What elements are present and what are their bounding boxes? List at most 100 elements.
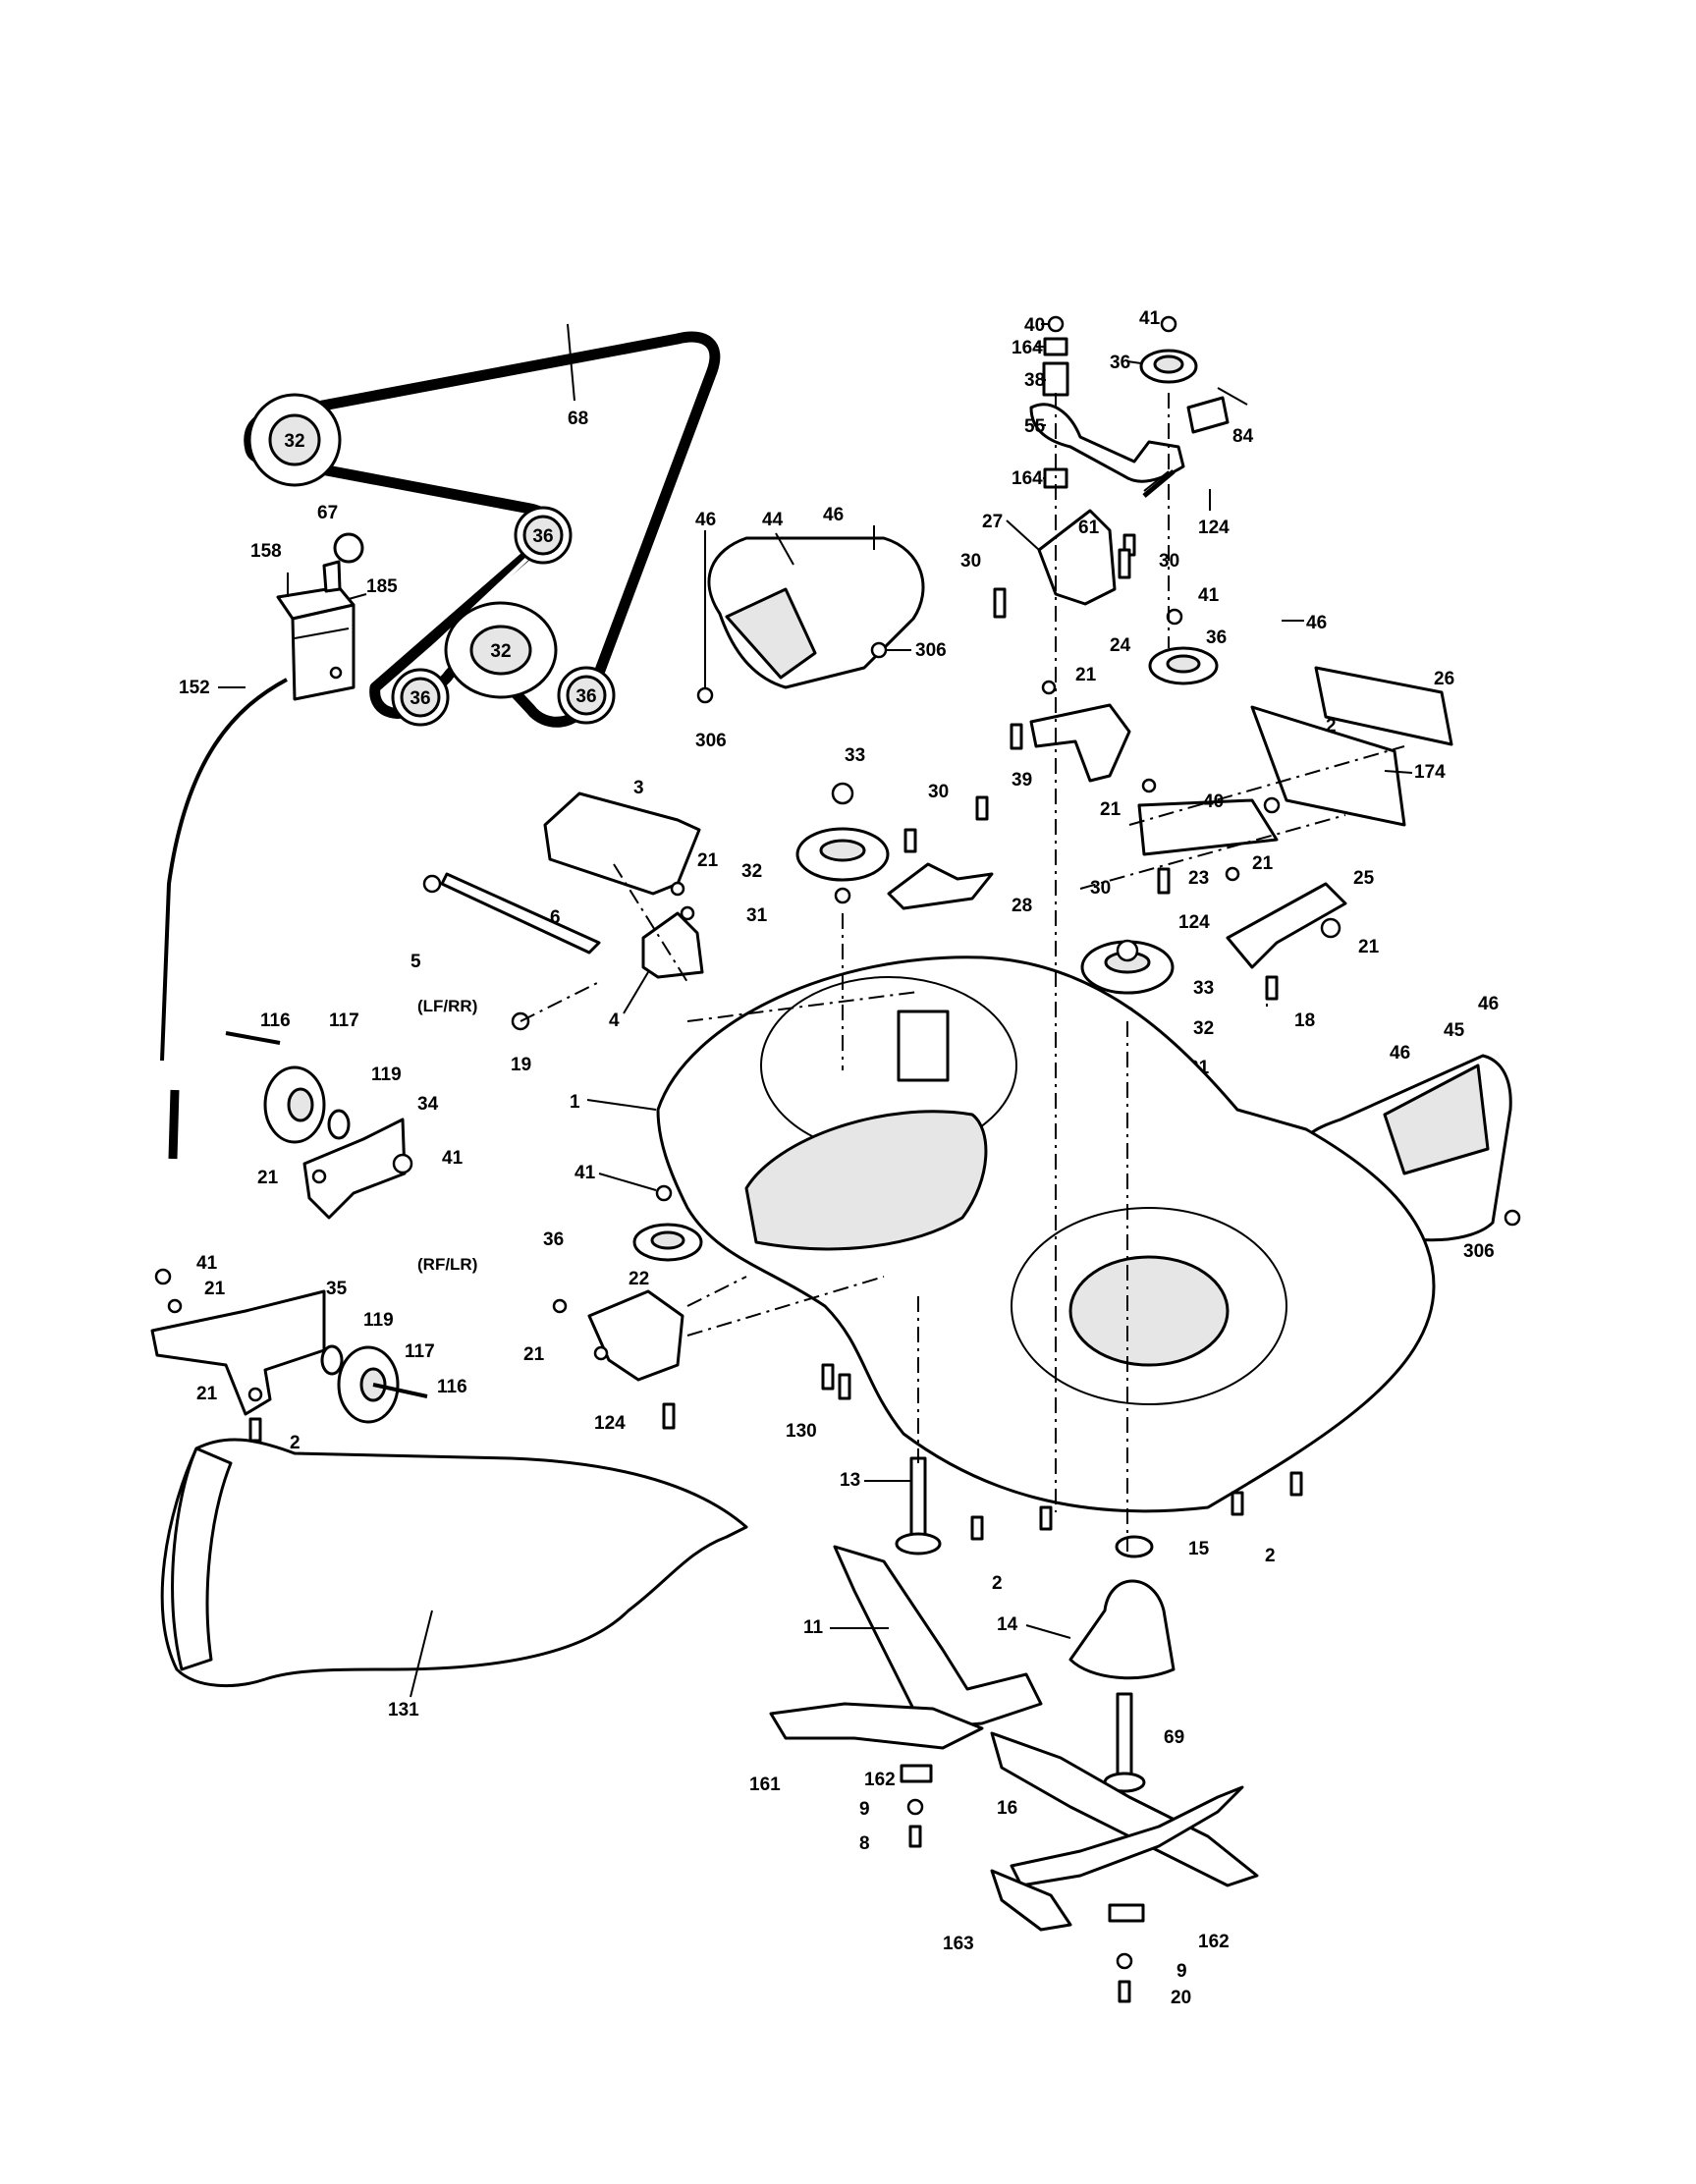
callout-174: 174: [1414, 762, 1446, 783]
callout-30-b: 30: [1159, 551, 1179, 572]
callout-21-d: 21: [1358, 937, 1380, 957]
belt-pulley-32-center: [444, 601, 558, 699]
idler-arm-group: 40 164 38 55 164 41 36 84 61 124 27 30 3…: [960, 308, 1327, 633]
callout-161: 161: [749, 1774, 781, 1795]
callout-35: 35: [326, 1279, 348, 1299]
callout-36-right: 36: [575, 686, 596, 707]
callout-33-b: 33: [1193, 978, 1214, 999]
left-bracket-group: 3 6 5 4 21 19 (LF/RR): [410, 778, 719, 1075]
callout-61: 61: [1078, 518, 1100, 538]
bracket-24-group: 21 24 36 26 174 2 39 21 40 23 30 124 21 …: [1010, 628, 1454, 1031]
idler-bracket-22-group: 41 36 22 21 124 130: [523, 1163, 851, 1442]
callout-21-g: 21: [523, 1344, 545, 1365]
callout-306-a: 306: [915, 640, 947, 661]
callout-117-a: 117: [329, 1010, 359, 1031]
callout-39: 39: [1012, 770, 1032, 791]
callout-20: 20: [1171, 1988, 1191, 2008]
callout-32-d: 32: [1193, 1018, 1214, 1039]
callout-1: 1: [570, 1092, 580, 1113]
callout-162-a: 162: [864, 1770, 896, 1790]
callout-36-d: 36: [1110, 353, 1130, 373]
callout-9-b: 9: [1176, 1961, 1187, 1982]
callout-15: 15: [1188, 1539, 1210, 1559]
callout-21-f: 21: [257, 1168, 279, 1188]
belt-pulley-36-right: [557, 666, 616, 725]
callout-28: 28: [1012, 896, 1032, 916]
callout-306-b: 306: [695, 731, 727, 751]
callout-21-h: 21: [204, 1279, 226, 1299]
orientation-tag-lf-rr: (LF/RR): [417, 997, 477, 1015]
knob-67: [333, 532, 364, 564]
callout-32-top: 32: [284, 431, 304, 452]
callout-4: 4: [609, 1010, 620, 1031]
callout-6: 6: [550, 907, 561, 928]
callout-41-d: 41: [574, 1163, 596, 1183]
callout-16: 16: [997, 1798, 1017, 1819]
callout-30-a: 30: [960, 551, 981, 572]
callout-25: 25: [1353, 868, 1375, 889]
callout-67: 67: [317, 503, 338, 523]
assembly-centerlines: [520, 393, 1405, 1552]
callout-11: 11: [803, 1617, 824, 1638]
belt-cover-44-group: 46 44 46 306 306: [695, 505, 947, 751]
callout-9-a: 9: [859, 1799, 870, 1820]
callout-185: 185: [366, 576, 398, 597]
callout-36-e: 36: [1206, 628, 1227, 648]
callout-2-b: 2: [290, 1433, 301, 1453]
callout-119-b: 119: [363, 1310, 394, 1331]
callout-26: 26: [1434, 669, 1454, 689]
callout-40-a: 40: [1024, 315, 1045, 336]
callout-124-b: 124: [1178, 912, 1210, 933]
callout-46-c: 46: [1306, 613, 1327, 633]
callout-119-a: 119: [371, 1065, 402, 1085]
gauge-wheel-lf-group: 116 117 119 34 21 41: [225, 1010, 464, 1220]
callout-41-b: 41: [1198, 585, 1220, 606]
callout-41-a: 41: [1139, 308, 1161, 329]
callout-55: 55: [1024, 416, 1046, 437]
callout-40-b: 40: [1203, 792, 1224, 812]
callout-31-a: 31: [746, 905, 768, 926]
callout-158: 158: [250, 541, 282, 562]
callout-33-a: 33: [845, 745, 865, 766]
callout-41-c: 41: [442, 1148, 464, 1169]
callout-117-b: 117: [405, 1341, 435, 1362]
callout-36-mid: 36: [532, 526, 553, 547]
belt-pulley-32-top: [247, 393, 342, 487]
callout-34: 34: [417, 1094, 439, 1115]
mower-deck-group: 1: [570, 956, 1436, 1513]
callout-152: 152: [179, 678, 210, 698]
callout-130: 130: [786, 1421, 817, 1442]
callout-46-a: 46: [695, 510, 716, 530]
callout-19: 19: [511, 1055, 531, 1075]
callout-30-c: 30: [1090, 878, 1111, 899]
callout-3: 3: [633, 778, 644, 798]
callout-124-a: 124: [1198, 518, 1230, 538]
callout-32-c: 32: [741, 861, 762, 882]
belt-pulley-36-mid: [514, 506, 573, 565]
callout-124-c: 124: [594, 1413, 626, 1434]
callout-21-c: 21: [1252, 853, 1274, 874]
spindle-pulley-left-group: 33 32 31 30 28: [741, 745, 1032, 926]
callout-164-a: 164: [1012, 338, 1043, 358]
callout-2-d: 2: [1265, 1546, 1276, 1566]
callout-163: 163: [943, 1934, 974, 1954]
callout-68: 68: [568, 409, 588, 429]
callout-21-e: 21: [697, 850, 719, 871]
callout-21-b: 21: [1100, 799, 1122, 820]
discharge-chute-group: 131: [160, 1438, 748, 1720]
callout-69: 69: [1164, 1727, 1184, 1748]
callout-14: 14: [997, 1614, 1018, 1635]
callout-116-a: 116: [260, 1010, 291, 1031]
belt-pulley-36-left: [391, 668, 450, 727]
orientation-tag-rf-lr: (RF/LR): [417, 1255, 477, 1274]
callout-5: 5: [410, 952, 421, 972]
callout-23: 23: [1188, 868, 1209, 889]
callout-131: 131: [388, 1700, 419, 1720]
callout-36-left: 36: [410, 688, 430, 709]
callout-45: 45: [1444, 1020, 1465, 1041]
callout-24: 24: [1110, 635, 1131, 656]
callout-306-c: 306: [1463, 1241, 1495, 1262]
callout-46-b: 46: [823, 505, 844, 525]
callout-36-f: 36: [543, 1229, 564, 1250]
